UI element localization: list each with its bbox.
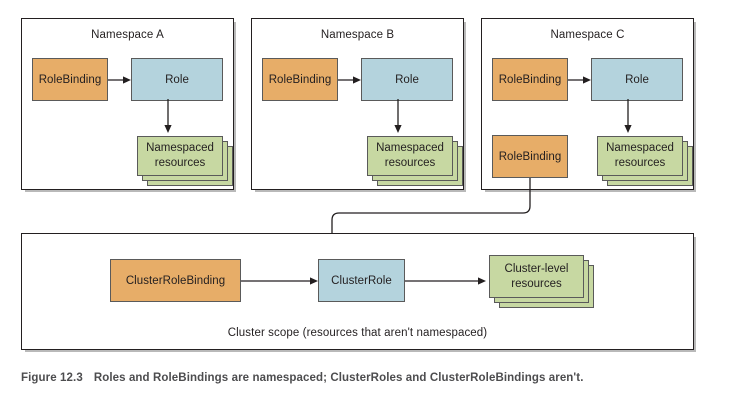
resources-line-1: Cluster-level (504, 262, 569, 275)
namespace-b-resources-label: Namespaced resources (376, 141, 444, 171)
clusterrolebinding-label: ClusterRoleBinding (125, 274, 226, 287)
namespace-a-title: Namespace A (91, 29, 164, 41)
namespace-b-title: Namespace B (320, 29, 395, 41)
namespace-c-role: Role (591, 58, 683, 101)
namespace-c-rolebinding: RoleBinding (492, 58, 568, 101)
clusterrolebinding-node: ClusterRoleBinding (110, 259, 241, 302)
namespace-a-container: Namespace A (21, 18, 234, 190)
namespace-a-binding-to-role-arrow (108, 76, 131, 84)
namespace-a-role-to-resources-arrow (164, 99, 172, 133)
cluster-scope-caption: Cluster scope (resources that aren't nam… (227, 327, 488, 339)
figure-caption-text: Roles and RoleBindings are namespaced; C… (93, 372, 584, 384)
namespace-c-second-rolebinding: RoleBinding (492, 135, 568, 178)
resources-line-2: resources (384, 157, 436, 169)
resources-line-2: resources (614, 157, 666, 169)
stack-card-front: Cluster-level resources (489, 255, 584, 298)
namespace-b-rolebinding: RoleBinding (262, 58, 338, 101)
resources-line-2: resources (511, 277, 562, 290)
namespace-a-namespaced-resources-stack: Namespaced resources (137, 136, 233, 186)
namespace-b-binding-to-role-arrow (338, 76, 361, 84)
clusterrole-label: ClusterRole (331, 274, 392, 287)
namespace-c-resources-label: Namespaced resources (606, 141, 674, 171)
namespace-c-binding-to-role-arrow (568, 76, 591, 84)
figure-number: Figure 12.3 (21, 372, 83, 384)
resources-line-1: Namespaced (376, 142, 444, 154)
clusterrole-to-resources-arrow (405, 277, 486, 285)
stack-card-front: Namespaced resources (367, 136, 453, 176)
namespace-a-resources-label: Namespaced resources (146, 141, 214, 171)
namespace-a-role: Role (131, 58, 223, 101)
namespace-c-second-rolebinding-label: RoleBinding (498, 150, 562, 163)
clusterrole-node: ClusterRole (318, 259, 405, 302)
namespace-b-role-to-resources-arrow (394, 99, 402, 133)
namespace-a-role-label: Role (165, 73, 189, 86)
resources-line-1: Namespaced (606, 142, 674, 154)
namespace-c-title: Namespace C (550, 29, 625, 41)
figure-caption: Figure 12.3 Roles and RoleBindings are na… (21, 372, 721, 384)
namespace-b-rolebinding-label: RoleBinding (268, 73, 332, 86)
stack-card-front: Namespaced resources (597, 136, 683, 176)
namespace-a-rolebinding: RoleBinding (32, 58, 108, 101)
cluster-level-resources-label: Cluster-level resources (505, 262, 569, 292)
resources-line-2: resources (154, 157, 206, 169)
clusterrolebinding-to-clusterrole-arrow (241, 277, 318, 285)
namespace-c-namespaced-resources-stack: Namespaced resources (597, 136, 693, 186)
namespace-c-rolebinding-label: RoleBinding (498, 73, 562, 86)
stack-card-front: Namespaced resources (137, 136, 223, 176)
cluster-level-resources-stack: Cluster-level resources (489, 255, 594, 308)
resources-line-1: Namespaced (146, 142, 214, 154)
namespace-c-role-to-resources-arrow (624, 99, 632, 133)
namespace-b-role: Role (361, 58, 453, 101)
namespace-a-rolebinding-label: RoleBinding (38, 73, 102, 86)
namespace-b-namespaced-resources-stack: Namespaced resources (367, 136, 463, 186)
namespace-b-role-label: Role (395, 73, 419, 86)
namespace-c-role-label: Role (625, 73, 649, 86)
